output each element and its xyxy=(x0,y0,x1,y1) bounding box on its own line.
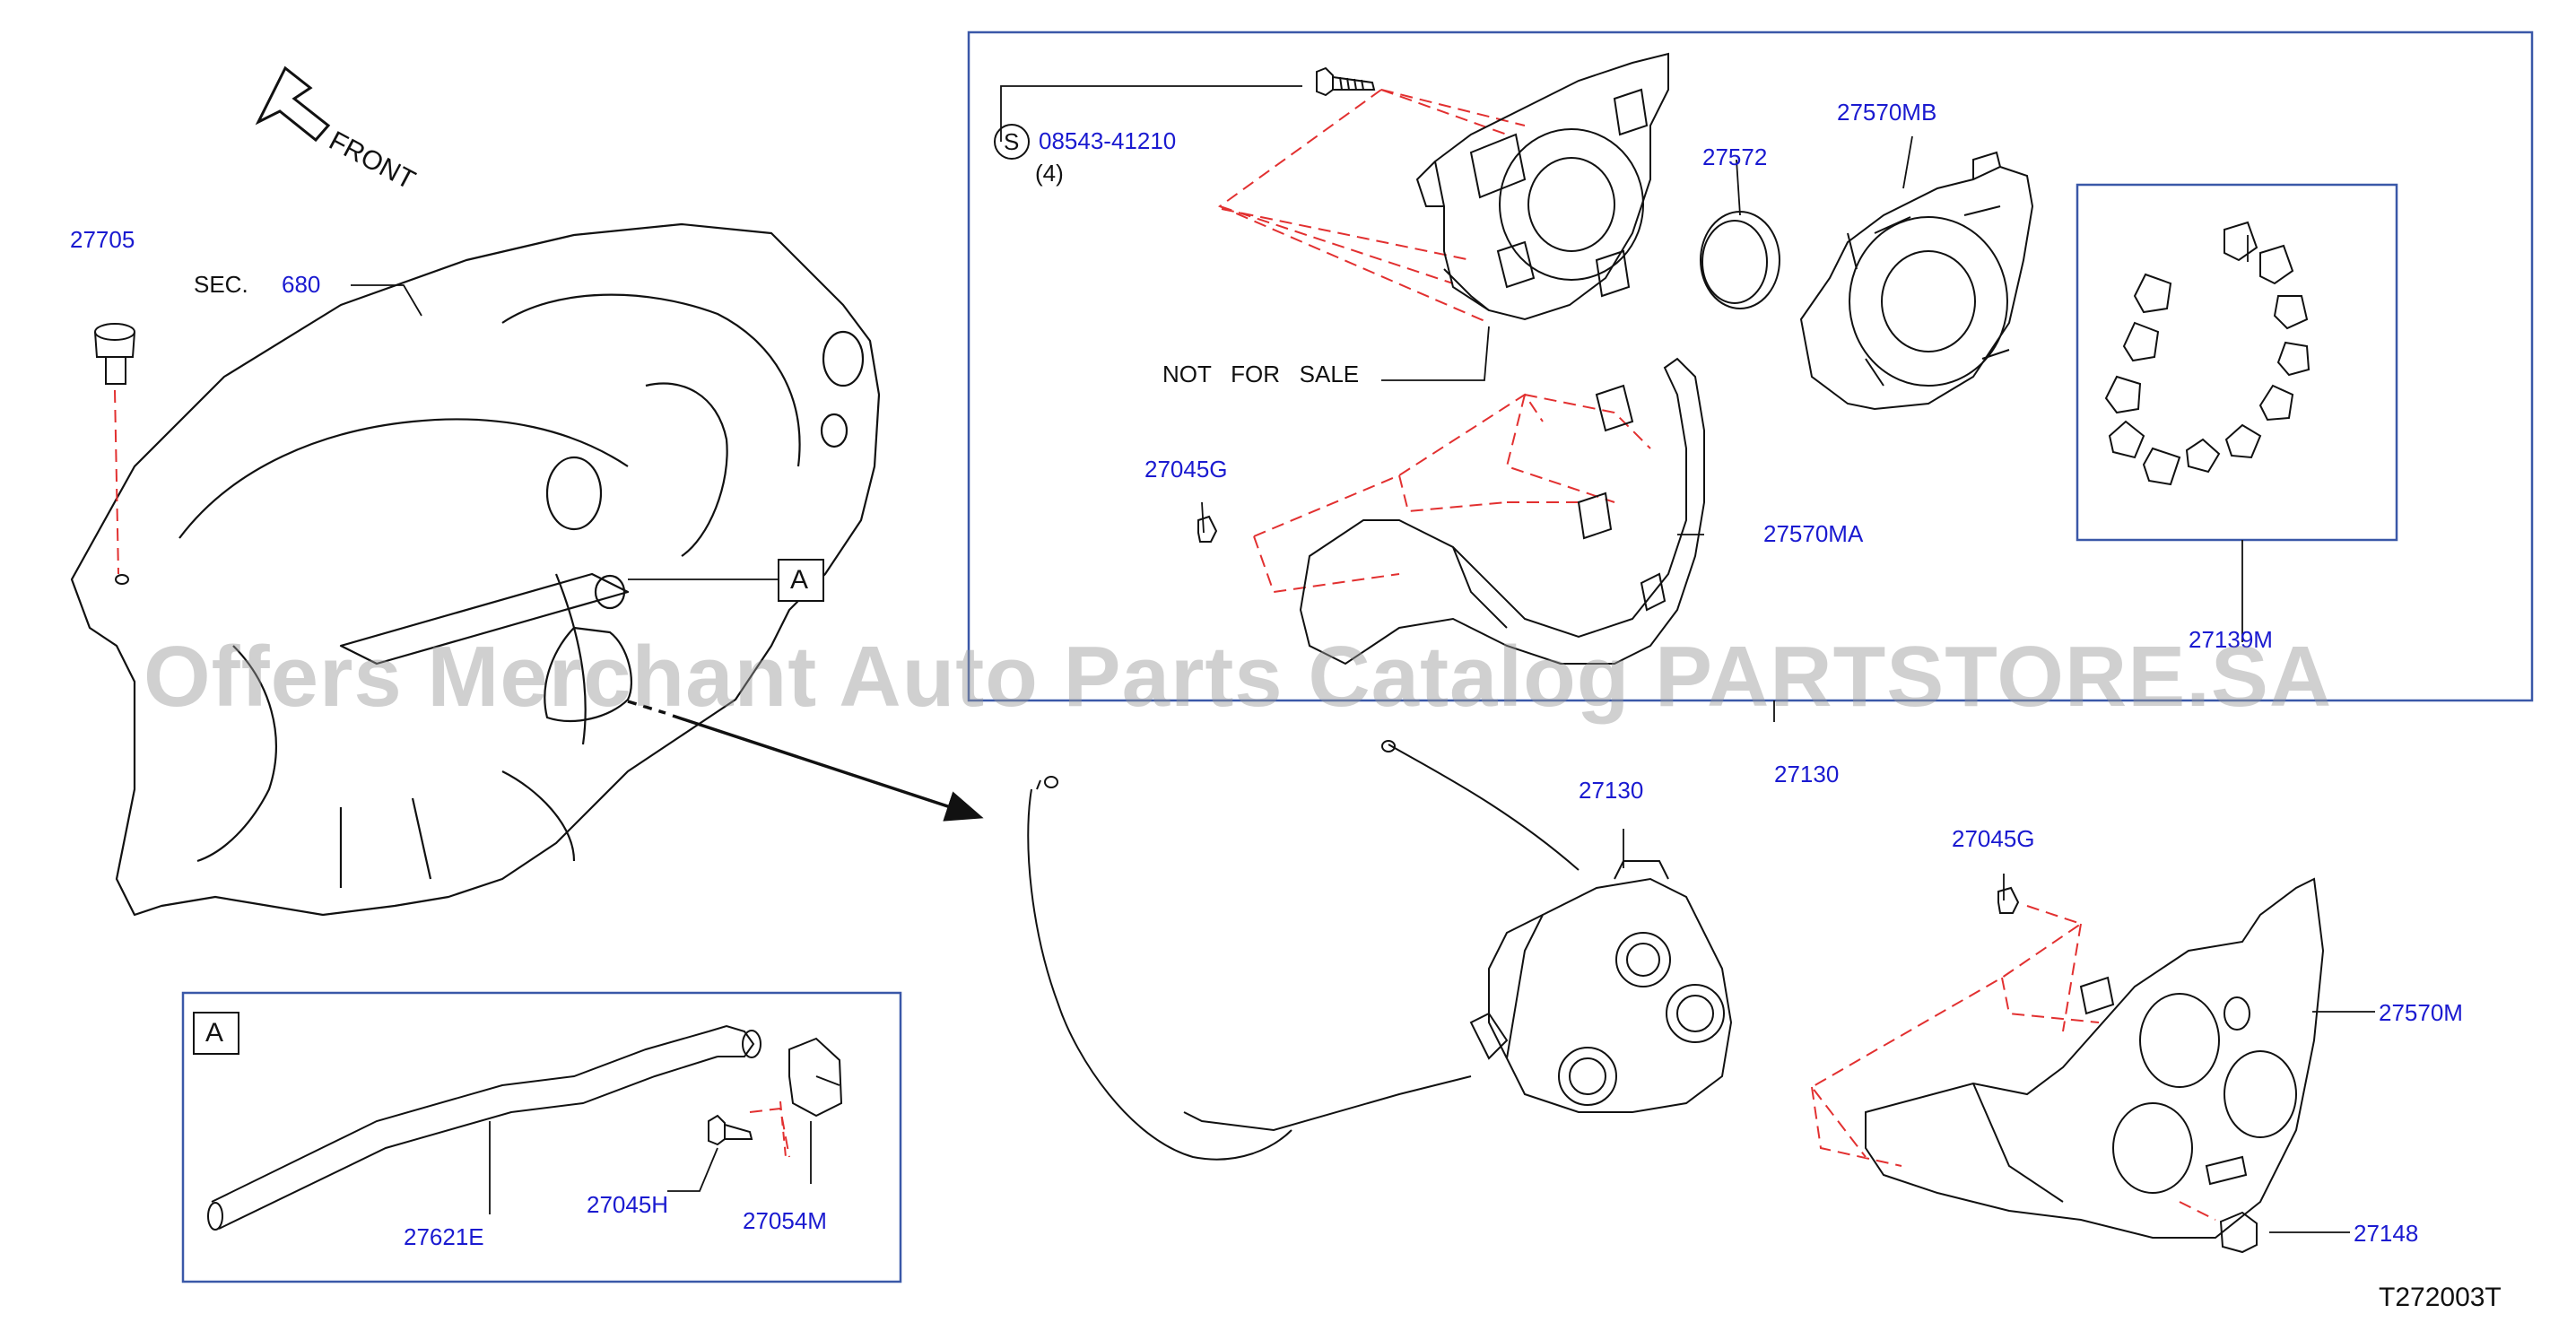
label-27130-unit: 27130 xyxy=(1579,777,1644,804)
knob-group-frame xyxy=(2076,183,2398,542)
hose-27621E-icon xyxy=(207,1024,761,1231)
screw-icon xyxy=(1316,66,1376,97)
top-assembly-frame xyxy=(967,30,2534,702)
clip-27148-icon xyxy=(2219,1211,2258,1254)
clip-27705-icon xyxy=(94,323,135,385)
knobs-27139M-icon xyxy=(2104,221,2311,486)
section-prefix: SEC. xyxy=(194,271,248,298)
fastener-27045H-icon xyxy=(708,1114,753,1146)
label-27570MB: 27570MB xyxy=(1837,99,1937,126)
screw-symbol-circle xyxy=(994,124,1030,160)
clip-hole xyxy=(115,574,129,585)
screw-symbol: S xyxy=(1004,128,1020,155)
label-27570M: 27570M xyxy=(2379,999,2463,1026)
dashboard-outline xyxy=(70,222,881,917)
label-27572: 27572 xyxy=(1702,144,1768,170)
callout-arrow xyxy=(672,714,984,822)
detail-a-marker-box xyxy=(193,1012,239,1055)
front-arrow-icon xyxy=(255,65,331,143)
screw-part-number: 08543-41210 xyxy=(1039,127,1177,154)
label-27054M: 27054M xyxy=(743,1207,827,1234)
marker-a-text: A xyxy=(790,565,809,595)
label-27621E: 27621E xyxy=(404,1223,484,1250)
trim-27570MA-icon xyxy=(1299,357,1705,666)
detail-a-frame xyxy=(181,991,902,1283)
label-27045H: 27045H xyxy=(587,1191,669,1218)
ring-27572-icon xyxy=(1700,211,1780,309)
label-27705: 27705 xyxy=(70,226,135,253)
label-27045G-top: 27045G xyxy=(1144,456,1228,483)
section-number: 680 xyxy=(282,271,321,298)
label-27148: 27148 xyxy=(2354,1220,2419,1247)
not-for-sale-label: NOT FOR SALE xyxy=(1162,361,1360,387)
cluster-27570M-icon xyxy=(1865,877,2325,1239)
screw-quantity: (4) xyxy=(1035,160,1064,187)
clip-27045G-bottom-icon xyxy=(1997,886,2020,914)
connector-27054M-icon xyxy=(788,1037,843,1118)
detail-a-dash-lines xyxy=(779,1100,787,1158)
hvac-unit-27130-icon xyxy=(1027,740,1733,1161)
label-27045G-bottom: 27045G xyxy=(1952,825,2035,852)
callout-dash xyxy=(627,700,666,715)
label-27130-frame: 27130 xyxy=(1774,761,1840,787)
label-27570MA: 27570MA xyxy=(1763,520,1864,547)
housing-assembly-icon xyxy=(1415,52,1669,321)
drawing-code: T272003T xyxy=(2379,1283,2502,1312)
marker-a-box xyxy=(778,559,824,602)
clip-dash-line xyxy=(114,389,119,575)
bezel-27570MB-icon xyxy=(1799,151,2034,411)
detail-a-marker-text: A xyxy=(205,1018,224,1048)
watermark-text: Offers Merchant Auto Parts Catalog PARTS… xyxy=(144,629,2333,725)
label-27139M: 27139M xyxy=(2189,626,2273,653)
clip-27045G-top-icon xyxy=(1197,515,1218,543)
